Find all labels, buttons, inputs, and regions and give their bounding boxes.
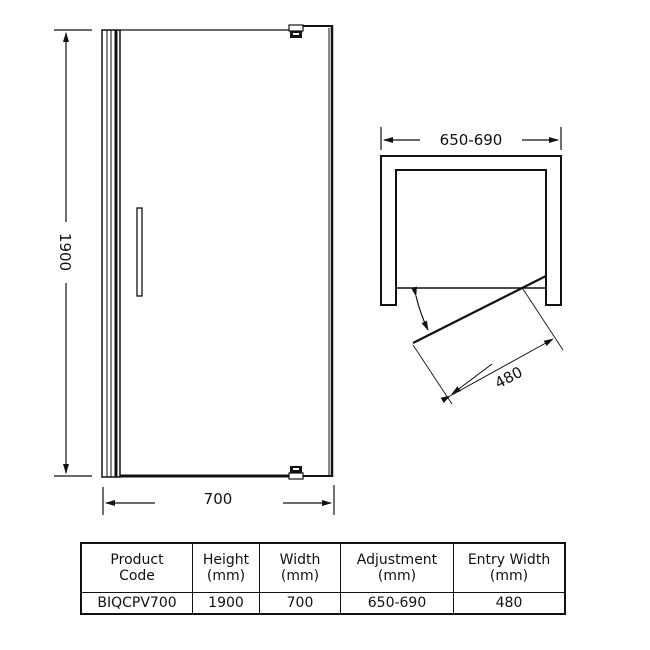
- open-door-line: [412, 275, 547, 344]
- cell-height: 1900: [192, 592, 260, 615]
- wall-profile: [101, 29, 121, 478]
- header-line: Entry Width: [467, 552, 551, 568]
- bottom-hinge-icon: [288, 466, 304, 480]
- front-elevation: 1900: [54, 24, 335, 515]
- header-entry-width: Entry Width (mm): [453, 542, 566, 593]
- entry-width-dim-line: [440, 338, 554, 403]
- height-label: 1900: [56, 233, 74, 271]
- cell-product-code: BIQCPV700: [80, 592, 193, 615]
- swing-arrow-icon: [411, 286, 429, 331]
- entry-width-label: 480: [492, 363, 526, 392]
- header-line: Height: [202, 552, 250, 568]
- header-width: Width (mm): [259, 542, 341, 593]
- plan-view: 650-690 480: [380, 127, 564, 405]
- header-line: (mm): [377, 568, 417, 584]
- door-handle: [136, 207, 143, 297]
- header-height: Height (mm): [192, 542, 260, 593]
- header-adjustment: Adjustment (mm): [340, 542, 454, 593]
- header-line: Width: [279, 552, 321, 568]
- width-dimension: [102, 485, 335, 515]
- header-line: (mm): [280, 568, 320, 584]
- cell-width: 700: [259, 592, 341, 615]
- width-label: 700: [204, 490, 233, 508]
- door-panel: [120, 25, 334, 478]
- header-product-code: Product Code: [80, 542, 193, 593]
- height-dimension: [54, 29, 92, 477]
- adjustment-label: 650-690: [440, 131, 503, 149]
- top-hinge-icon: [288, 24, 304, 38]
- enclosure-frame: [380, 155, 562, 306]
- table-row: BIQCPV700 1900 700 650-690 480: [80, 592, 566, 615]
- spec-table: Product Code Height (mm) Width (mm) Adju…: [80, 542, 566, 615]
- header-line: Product: [110, 552, 164, 568]
- header-line: Code: [119, 568, 155, 584]
- cell-adjustment: 650-690: [340, 592, 454, 615]
- cell-entry-width: 480: [453, 592, 566, 615]
- table-header-row: Product Code Height (mm) Width (mm) Adju…: [80, 542, 566, 593]
- header-line: (mm): [489, 568, 529, 584]
- adjustment-dimension: [380, 127, 562, 150]
- header-line: Adjustment: [356, 552, 438, 568]
- header-line: (mm): [206, 568, 246, 584]
